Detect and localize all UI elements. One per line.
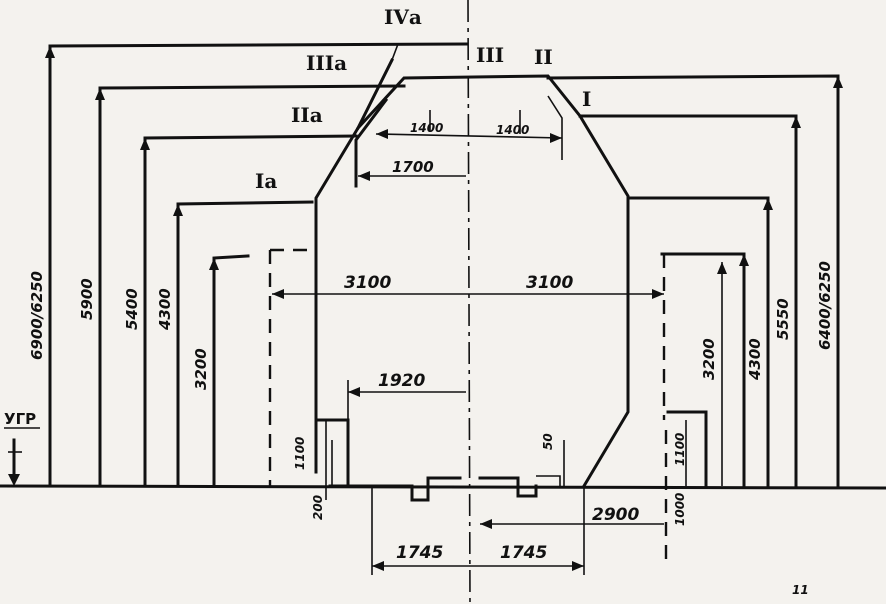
center-axis xyxy=(467,0,471,604)
dim-text-3100-left: 3100 xyxy=(344,273,391,293)
dim-text-1000-right: 1000 xyxy=(673,493,687,526)
arrow-3200 xyxy=(209,258,219,270)
arrow-6400 xyxy=(833,76,843,88)
arrow-2900-left xyxy=(480,519,492,529)
dim-text-1100-left: 1100 xyxy=(293,437,307,470)
page-number: 11 xyxy=(792,583,809,597)
zone-IIIa-line xyxy=(355,57,395,131)
rail-right-stub xyxy=(536,475,561,486)
frame-4300 xyxy=(176,200,314,488)
dim-text-50: 50 xyxy=(541,433,555,450)
arrow-5550 xyxy=(791,116,801,128)
arrow-3100-left xyxy=(272,289,284,299)
arrow-1920-left xyxy=(348,387,360,397)
dim-text-4300-right: 4300 xyxy=(746,338,764,381)
dim-text-5900: 5900 xyxy=(78,278,96,320)
arrow-4300r xyxy=(763,198,773,210)
zone-label-III: III xyxy=(476,43,504,67)
dim-text-1700: 1700 xyxy=(392,158,434,176)
zone-label-IIIa: IIIа xyxy=(306,51,347,75)
dim-line-1400 xyxy=(375,133,563,139)
dim-text-1920: 1920 xyxy=(378,371,425,391)
gauge-outline xyxy=(314,74,630,489)
zone-IIa-line xyxy=(354,97,389,188)
dim-text-1100-right: 1100 xyxy=(673,433,687,466)
zone-II-line xyxy=(547,95,563,160)
dim-text-1400-left: 1400 xyxy=(410,121,443,135)
frame-1100-right xyxy=(666,410,708,488)
dim-text-1745-right: 1745 xyxy=(500,543,547,563)
dim-text-1400-right: 1400 xyxy=(496,123,529,137)
arrow-1400-right xyxy=(550,133,562,143)
dim-text-200: 200 xyxy=(311,495,325,520)
dim-text-6400: 6400/6250 xyxy=(816,261,834,350)
zone-IVa-tick xyxy=(391,43,399,61)
dim-text-6900: 6900/6250 xyxy=(28,271,46,360)
arrow-1700-left xyxy=(358,171,370,181)
level-label: УГР xyxy=(4,410,36,428)
arrow-3200r xyxy=(739,254,749,266)
level-marker-arrow xyxy=(8,474,20,486)
frame-6900 xyxy=(48,42,468,488)
dim-text-5400: 5400 xyxy=(123,288,141,330)
rail-right xyxy=(478,476,538,498)
arrow-1400-left xyxy=(376,129,388,139)
zone-label-Ia: Iа xyxy=(255,169,277,193)
arrow-5400 xyxy=(140,138,150,150)
rail-left xyxy=(328,476,462,502)
dim-text-4300: 4300 xyxy=(156,288,174,331)
zone-label-II: II xyxy=(534,45,553,69)
dim-text-3200: 3200 xyxy=(192,348,210,390)
zone-label-IIa: IIа xyxy=(291,103,323,127)
ground-line xyxy=(0,484,886,490)
dim-text-3200-right: 3200 xyxy=(700,338,718,380)
dim-text-5550: 5550 xyxy=(774,298,792,340)
arrow-4300 xyxy=(173,204,183,216)
zone-label-I: I xyxy=(582,87,591,111)
arrow-1745-left xyxy=(372,561,384,571)
arrow-5900 xyxy=(95,88,105,100)
dim-text-1745-left: 1745 xyxy=(396,543,443,563)
lower-left-step xyxy=(314,418,350,488)
arrow-1745-right xyxy=(572,561,584,571)
zone-label-IVa: IVа xyxy=(384,5,422,29)
frame-3200-left xyxy=(212,254,250,488)
arrow-6900 xyxy=(45,46,55,58)
arrow-3100-right xyxy=(652,289,664,299)
dim-text-2900: 2900 xyxy=(592,505,639,525)
dim-text-3100-right: 3100 xyxy=(526,273,573,293)
